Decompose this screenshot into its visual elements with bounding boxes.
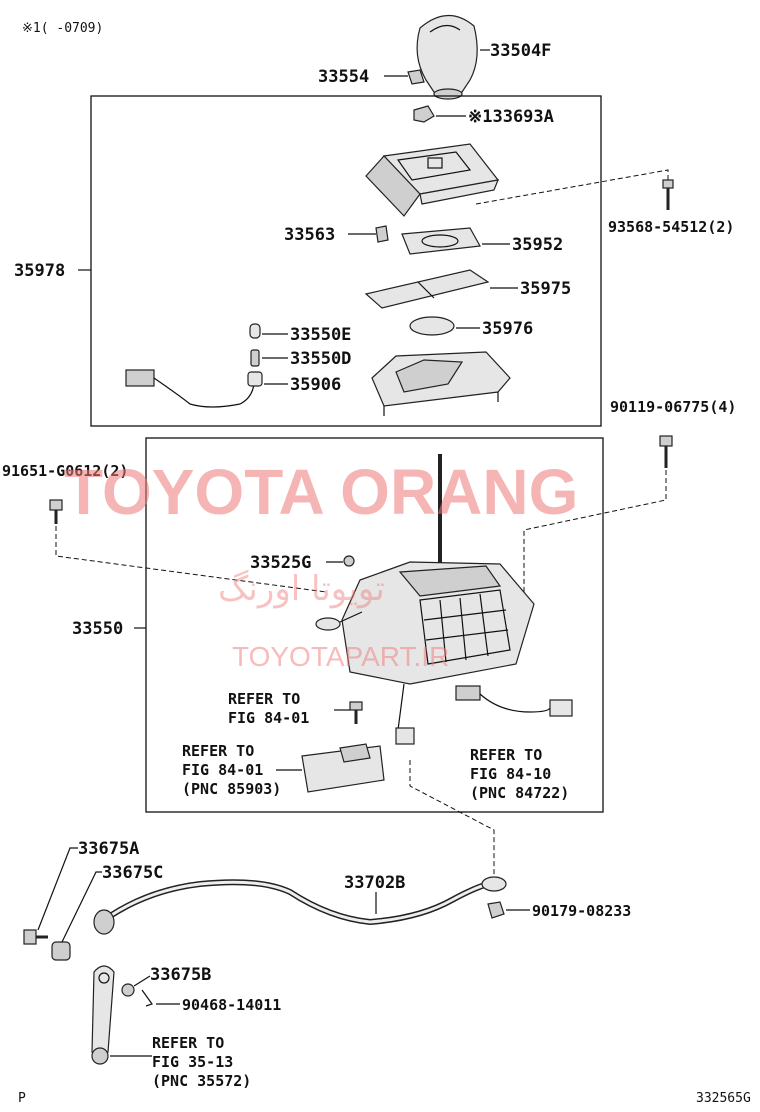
slide-cover-35975 (364, 269, 490, 309)
bulb-33550E (249, 323, 261, 339)
label-35952: 35952 (512, 235, 563, 255)
ref1-line2: FIG 84-01 (228, 709, 309, 727)
label-33675B: 33675B (150, 965, 211, 985)
clip-90468 (141, 989, 153, 1007)
bushing-33675C (51, 941, 71, 961)
label-93568: 93568-54512(2) (608, 218, 734, 236)
label-33675A: 33675A (78, 839, 139, 859)
bracket-refer-85903 (301, 743, 385, 793)
plate-35952 (401, 227, 481, 255)
ref3-line1: REFER TO (470, 746, 542, 764)
ref4-line2: FIG 35-13 (152, 1053, 233, 1071)
part-33563 (375, 225, 389, 243)
label-33702B: 33702B (344, 873, 405, 893)
label-90119: 90119-06775(4) (610, 398, 736, 416)
clip-33554 (407, 69, 425, 85)
screw-93568 (662, 179, 674, 210)
ref3-line2: FIG 84-10 (470, 765, 551, 783)
ref4-line1: REFER TO (152, 1034, 224, 1052)
bolt-91651 (49, 499, 63, 524)
label-35976: 35976 (482, 319, 533, 339)
part-35976 (409, 316, 455, 336)
footer-left: P (18, 1091, 26, 1106)
washer-33525G (343, 555, 355, 567)
label-33550E: 33550E (290, 325, 351, 345)
nut-90179 (487, 901, 505, 919)
label-33675C: 33675C (102, 863, 163, 883)
label-33554: 33554 (318, 67, 369, 87)
assembly-box-33550 (145, 437, 604, 813)
assembly-box-35978 (90, 95, 602, 427)
shift-knob-33504F (416, 14, 478, 100)
ref2-line1: REFER TO (182, 742, 254, 760)
ref3-line3: (PNC 84722) (470, 784, 569, 802)
label-35906: 35906 (290, 375, 341, 395)
label-90468: 90468-14011 (182, 996, 281, 1014)
indicator-housing (365, 143, 500, 217)
label-33550: 33550 (72, 619, 123, 639)
shift-cable-33702B (93, 876, 507, 935)
label-90179: 90179-08233 (532, 902, 631, 920)
wire-harness-35906 (125, 369, 263, 408)
ref4-line3: (PNC 35572) (152, 1072, 251, 1090)
label-33550D: 33550D (290, 349, 351, 369)
label-33525G: 33525G (250, 553, 311, 573)
bushing-33675B (121, 983, 135, 997)
label-33504F: 33504F (490, 41, 551, 61)
label-33693A: ※133693A (468, 107, 554, 127)
socket-33550D (250, 349, 260, 367)
label-91651: 91651-G0612(2) (2, 462, 128, 480)
bolt-33675A (23, 929, 48, 945)
part-33693A (413, 105, 435, 123)
footer-diagram-id: 332565G (696, 1091, 751, 1106)
ref2-line3: (PNC 85903) (182, 780, 281, 798)
screw-refer-84-01 (349, 701, 363, 724)
applicability-note: ※1( -0709) (22, 21, 103, 36)
label-35975: 35975 (520, 279, 571, 299)
ref1-line1: REFER TO (228, 690, 300, 708)
control-lever-arm (91, 965, 115, 1065)
shift-lever-assembly (315, 561, 535, 745)
label-35978: 35978 (14, 261, 65, 281)
watermark-main: TOYOTA ORANG (64, 456, 578, 528)
watermark-site: TOYOTAPART.IR (232, 641, 449, 672)
lower-housing (371, 351, 511, 416)
ref2-line2: FIG 84-01 (182, 761, 263, 779)
connector-refer-84722 (455, 685, 573, 717)
label-33563: 33563 (284, 225, 335, 245)
bolt-90119 (659, 435, 673, 468)
watermark-arabic: تویوتا اورنگ (218, 569, 385, 609)
